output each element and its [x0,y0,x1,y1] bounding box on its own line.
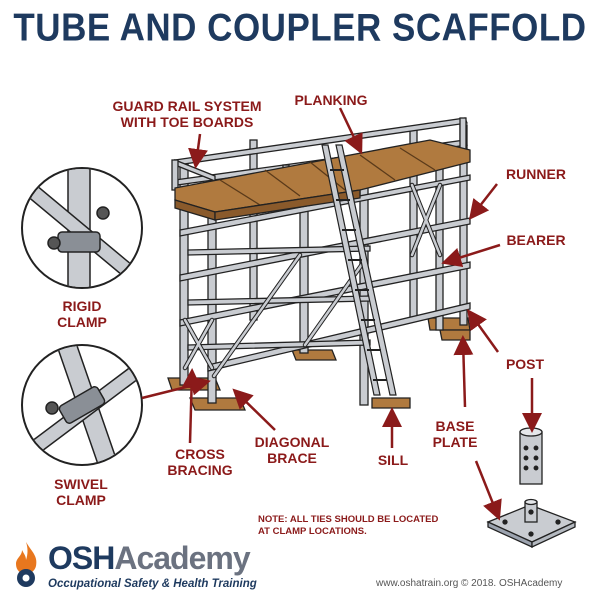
label-runner: RUNNER [506,166,566,182]
label-bearer: BEARER [506,232,566,248]
label-guard-rail: GUARD RAIL SYSTEM WITH TOE BOARDS [100,98,274,130]
planking-platform [174,139,471,221]
label-planking: PLANKING [294,92,368,108]
logo-name-part1: OSH [48,540,115,576]
label-swivel-clamp: SWIVEL CLAMP [54,476,108,508]
label-base-plate: BASE PLATE [432,418,478,450]
logo-tagline: Occupational Safety & Health Training [48,578,257,590]
label-diagonal-brace: DIAGONAL BRACE [254,434,330,466]
base-plate-detail [486,498,577,549]
label-cross-bracing: CROSS BRACING [167,446,233,478]
logo-name-part2: Academy [114,540,250,576]
rigid-clamp-illustration [21,167,143,289]
copyright-credit: www.oshatrain.org © 2018. OSHAcademy [376,578,563,589]
label-guard-rail-text: GUARD RAIL SYSTEM WITH TOE BOARDS [112,98,262,130]
flame-gear-icon [16,542,37,587]
label-post: POST [505,356,545,372]
post-detail [519,427,543,485]
swivel-clamp-illustration [21,344,143,466]
label-sill: SILL [377,452,409,468]
oshacademy-logo: OSHAcademy Occupational Safety & Health … [8,540,257,596]
label-arrows [141,107,542,521]
ties-note: NOTE: ALL TIES SHOULD BE LOCATED AT CLAM… [258,514,439,537]
scaffold-frame [171,117,471,406]
logo-name: OSHAcademy [48,540,251,577]
label-rigid-clamp: RIGID CLAMP [57,298,107,330]
ladder [321,144,397,396]
page-title: TUBE AND COUPLER SCAFFOLD [13,5,587,50]
